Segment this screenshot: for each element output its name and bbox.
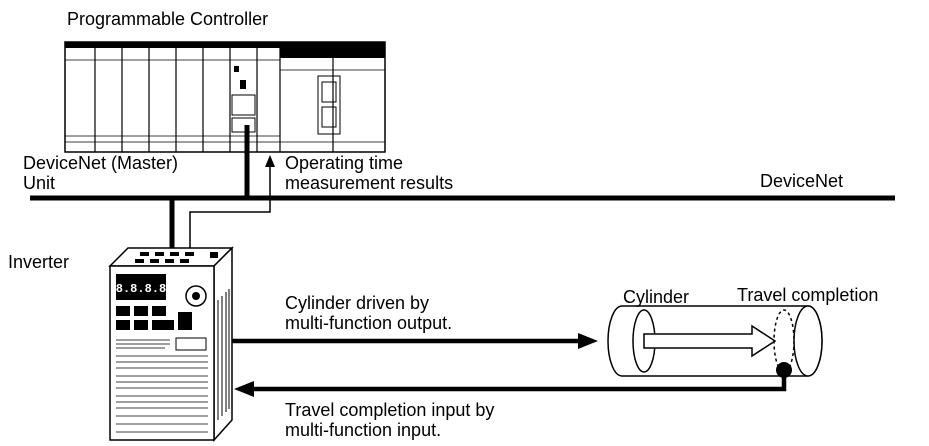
devicenet-label: DeviceNet bbox=[760, 171, 844, 191]
cylinder-driven-label-line2: multi-function output. bbox=[285, 313, 453, 333]
input-arrowhead bbox=[234, 381, 254, 397]
output-arrowhead bbox=[578, 333, 598, 349]
operating-time-label-line2: measurement results bbox=[285, 173, 454, 193]
operating-time-path bbox=[189, 165, 271, 252]
operating-time-arrowhead bbox=[265, 155, 275, 167]
devicenet-master-unit-label-line2: Unit bbox=[23, 173, 56, 193]
cylinder bbox=[607, 305, 823, 377]
travel-input-label-line1: Travel completion input by bbox=[285, 400, 495, 420]
inverter-label: Inverter bbox=[8, 252, 70, 272]
programmable-controller bbox=[64, 41, 386, 153]
cylinder-label: Cylinder bbox=[623, 287, 690, 307]
travel-input-label-line2: multi-function input. bbox=[285, 420, 442, 440]
input-return-line bbox=[252, 370, 787, 392]
inverter-display-text: 8.8.8.8 bbox=[116, 282, 166, 296]
inverter: 8.8.8.8 bbox=[108, 246, 234, 442]
devicenet-master-unit-label-line1: DeviceNet (Master) bbox=[23, 153, 179, 173]
travel-completion-label: Travel completion bbox=[737, 285, 879, 305]
programmable-controller-label: Programmable Controller bbox=[67, 9, 269, 29]
piston-travel-arrow bbox=[643, 324, 777, 358]
cylinder-driven-label-line1: Cylinder driven by bbox=[285, 293, 430, 313]
operating-time-label-line1: Operating time bbox=[285, 153, 404, 173]
